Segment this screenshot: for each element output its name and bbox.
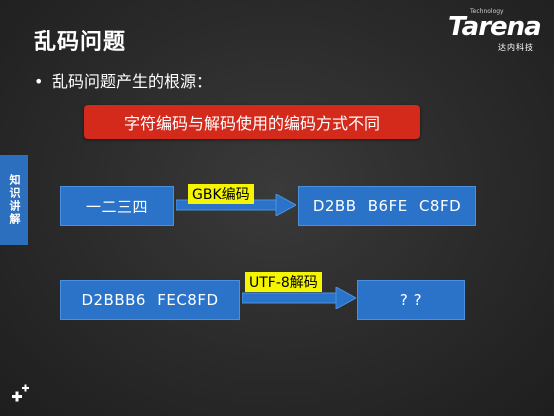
decode-label-text: UTF-8解码: [249, 275, 318, 291]
source-text-box: 一二三四: [60, 186, 174, 226]
bullet-text: 乱码问题产生的根源：: [52, 72, 213, 91]
plus-cluster-icon: [12, 384, 29, 402]
encoded-bytes-text: D2BB B6FE C8FD: [312, 197, 462, 215]
bullet-point: • 乱码问题产生的根源：: [34, 68, 212, 92]
source-text: 一二三四: [85, 197, 148, 216]
arrow-right-icon: [242, 287, 356, 309]
decode-label: UTF-8解码: [245, 272, 322, 292]
highlight-text: 字符编码与解码使用的编码方式不同: [123, 114, 380, 133]
slide-title: 乱码问题: [34, 30, 127, 55]
highlight-box: 字符编码与解码使用的编码方式不同: [84, 105, 420, 139]
bullet-dot-icon: •: [34, 72, 44, 91]
encode-label: GBK编码: [188, 184, 254, 204]
decoded-result-box: ? ?: [357, 280, 465, 320]
decoded-result-text: ? ?: [399, 291, 423, 309]
encode-label-text: GBK编码: [192, 187, 250, 203]
byte-sequence-box: D2BBB6 FEC8FD: [60, 280, 240, 320]
logo-tagline: Technology: [470, 8, 504, 15]
side-tab[interactable]: 知识讲解: [0, 155, 28, 245]
logo-wordmark: Tarena: [448, 12, 542, 42]
side-tab-label: 知识讲解: [8, 174, 21, 226]
encoded-bytes-box: D2BB B6FE C8FD: [298, 186, 476, 226]
byte-sequence-text: D2BBB6 FEC8FD: [81, 291, 219, 309]
tarena-logo: Technology Tarena 达内科技: [448, 8, 548, 52]
logo-subtitle: 达内科技: [498, 43, 534, 52]
